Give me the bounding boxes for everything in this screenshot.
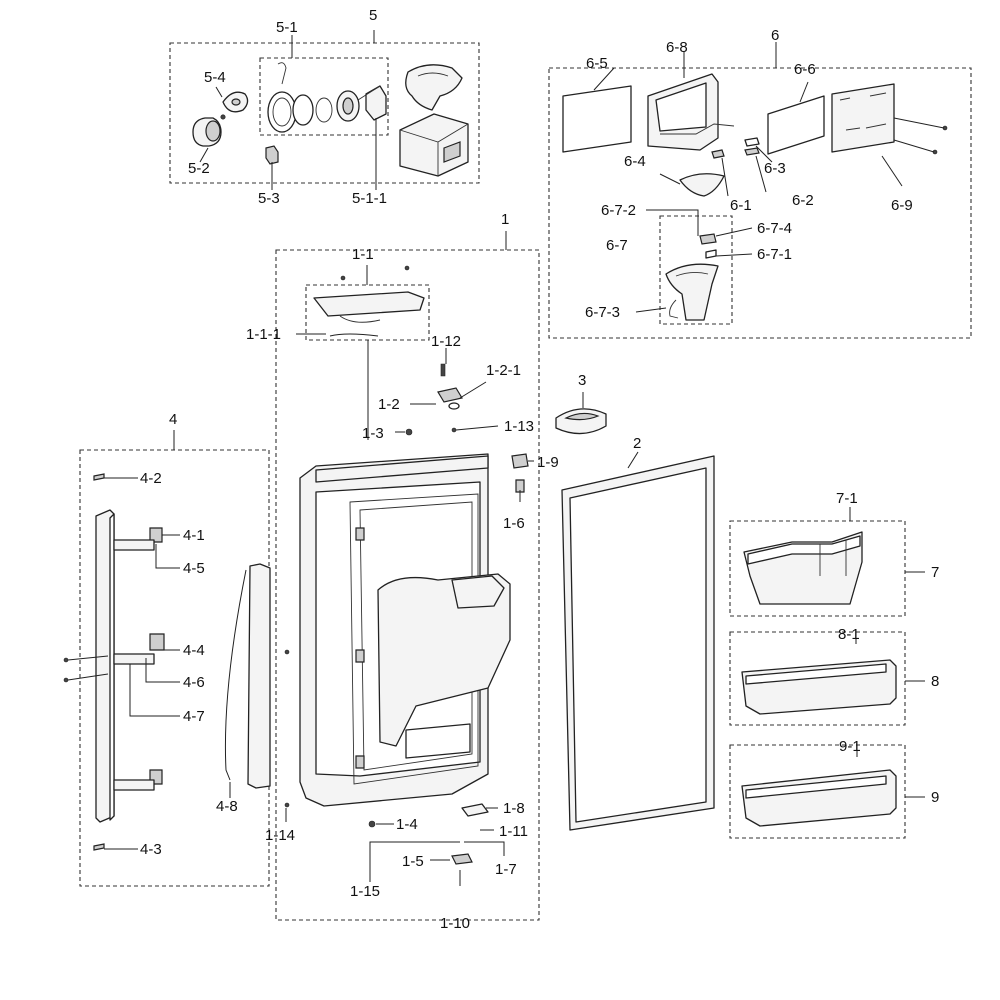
bin-7 — [743, 531, 863, 605]
label-6-1: 6-1 — [730, 197, 752, 214]
group-8-box — [729, 631, 906, 726]
label-6-3: 6-3 — [764, 160, 786, 177]
door-assembly — [284, 265, 529, 886]
label-4-4: 4-4 — [183, 642, 205, 659]
bin-8 — [741, 659, 897, 715]
label-9: 9 — [931, 789, 939, 806]
label-1-2: 1-2 — [378, 396, 400, 413]
label-9-1: 9-1 — [839, 738, 861, 755]
label-6-6: 6-6 — [794, 61, 816, 78]
group-7-box — [729, 520, 906, 617]
label-1-8: 1-8 — [503, 800, 525, 817]
label-1-15: 1-15 — [350, 883, 380, 900]
label-6-2: 6-2 — [792, 192, 814, 209]
label-1-3: 1-3 — [362, 425, 384, 442]
callout-labels: 5 5-1 5-4 5-2 5-3 5-1-1 6 6-5 6-8 6-6 6-… — [140, 7, 939, 932]
label-6-9: 6-9 — [891, 197, 913, 214]
label-8: 8 — [931, 673, 939, 690]
part-2-door-gasket — [561, 455, 715, 831]
label-1-1: 1-1 — [352, 246, 374, 263]
label-1-2-1: 1-2-1 — [486, 362, 521, 379]
group-1-box — [275, 249, 540, 921]
label-1: 1 — [501, 211, 509, 228]
label-6-7-3: 6-7-3 — [585, 304, 620, 321]
label-6-5: 6-5 — [586, 55, 608, 72]
ice-maker-assembly — [192, 62, 469, 177]
dispenser-assembly — [562, 73, 948, 321]
label-1-5: 1-5 — [402, 853, 424, 870]
label-6: 6 — [771, 27, 779, 44]
label-8-1: 8-1 — [838, 626, 860, 643]
label-2: 2 — [633, 435, 641, 452]
label-6-7-1: 6-7-1 — [757, 246, 792, 263]
leader-lines — [104, 30, 925, 882]
label-7-1: 7-1 — [836, 490, 858, 507]
label-1-12: 1-12 — [431, 333, 461, 350]
label-1-4: 1-4 — [396, 816, 418, 833]
label-4: 4 — [169, 411, 177, 428]
group-5-box — [169, 42, 480, 184]
label-6-7: 6-7 — [606, 237, 628, 254]
bin-9 — [741, 769, 897, 827]
label-1-9: 1-9 — [537, 454, 559, 471]
label-4-1: 4-1 — [183, 527, 205, 544]
label-5-1-1: 5-1-1 — [352, 190, 387, 207]
label-1-11: 1-11 — [499, 823, 528, 840]
label-1-1-1: 1-1-1 — [246, 326, 281, 343]
label-5-3: 5-3 — [258, 190, 280, 207]
part-3-bucket-ring — [555, 408, 607, 435]
label-6-8: 6-8 — [666, 39, 688, 56]
label-4-8: 4-8 — [216, 798, 238, 815]
label-1-10: 1-10 — [440, 915, 470, 932]
label-5: 5 — [369, 7, 377, 24]
label-1-13: 1-13 — [504, 418, 534, 435]
group-6-box — [548, 67, 972, 339]
label-4-6: 4-6 — [183, 674, 205, 691]
label-6-7-4: 6-7-4 — [757, 220, 792, 237]
label-4-7: 4-7 — [183, 708, 205, 725]
label-4-5: 4-5 — [183, 560, 205, 577]
label-5-4: 5-4 — [204, 69, 226, 86]
group-9-box — [729, 744, 906, 839]
label-1-6: 1-6 — [503, 515, 525, 532]
label-5-2: 5-2 — [188, 160, 210, 177]
label-6-7-2: 6-7-2 — [601, 202, 636, 219]
label-3: 3 — [578, 372, 586, 389]
label-6-4: 6-4 — [624, 153, 646, 170]
label-1-7: 1-7 — [495, 861, 517, 878]
handle-assembly — [63, 473, 271, 851]
label-4-2: 4-2 — [140, 470, 162, 487]
label-7: 7 — [931, 564, 939, 581]
label-1-14: 1-14 — [265, 827, 295, 844]
label-5-1: 5-1 — [276, 19, 298, 36]
label-4-3: 4-3 — [140, 841, 162, 858]
group-5-1-box — [259, 57, 389, 136]
group-6-7-box — [659, 215, 733, 325]
